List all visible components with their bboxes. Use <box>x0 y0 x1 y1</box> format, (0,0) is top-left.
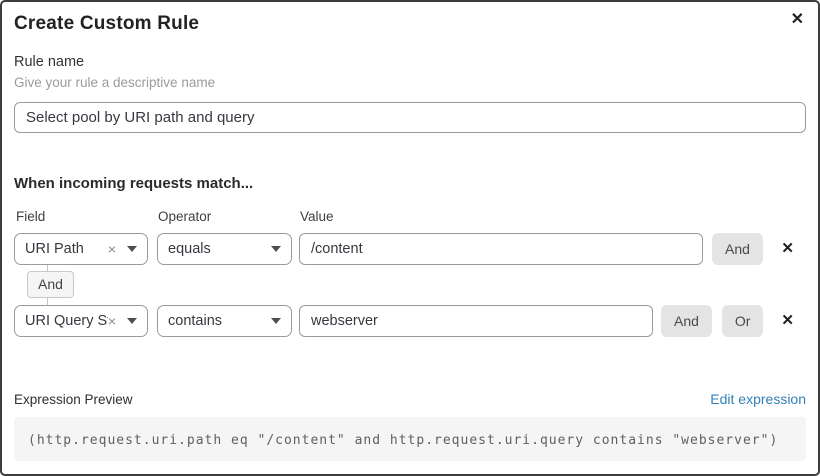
add-or-condition-button[interactable]: Or <box>721 305 764 337</box>
close-icon[interactable]: ✕ <box>789 9 806 31</box>
remove-condition-icon[interactable]: ✕ <box>781 312 794 329</box>
condition-column-labels: Field Operator Value <box>14 209 806 225</box>
field-select-value: URI Path <box>25 241 84 257</box>
expression-code-block: (http.request.uri.path eq "/content" and… <box>14 417 806 461</box>
value-column-label: Value <box>300 209 334 224</box>
edit-expression-link[interactable]: Edit expression <box>710 391 806 407</box>
condition-connector: And <box>14 265 806 305</box>
chevron-down-icon <box>271 318 281 324</box>
chevron-down-icon <box>271 246 281 252</box>
condition-row: URI Query St... × contains And Or ✕ <box>14 305 806 337</box>
rule-name-helper-text: Give your rule a descriptive name <box>14 75 216 90</box>
connector-line <box>47 298 48 305</box>
operator-select[interactable]: contains <box>157 305 292 337</box>
remove-condition-icon[interactable]: ✕ <box>781 240 794 257</box>
condition-row: URI Path × equals And ✕ <box>14 233 806 265</box>
operator-select-value: contains <box>168 313 223 329</box>
operator-column-label: Operator <box>158 209 212 224</box>
operator-select[interactable]: equals <box>157 233 292 265</box>
field-select-value: URI Query St... <box>25 313 108 329</box>
chevron-down-icon <box>127 246 137 252</box>
clear-selection-icon[interactable]: × <box>107 313 116 329</box>
expression-code: (http.request.uri.path eq "/content" and… <box>28 433 779 448</box>
field-column-label: Field <box>16 209 46 224</box>
field-select[interactable]: URI Query St... × <box>14 305 148 337</box>
clear-selection-icon[interactable]: × <box>107 241 116 257</box>
condition-value-input[interactable] <box>299 233 703 265</box>
rule-name-input[interactable] <box>14 102 806 133</box>
expression-preview-header: Expression Preview Edit expression <box>14 391 806 408</box>
connector-line <box>47 265 48 271</box>
chevron-down-icon <box>127 318 137 324</box>
dialog-title: Create Custom Rule <box>14 13 200 34</box>
and-connector-badge: And <box>27 271 74 298</box>
add-and-condition-button[interactable]: And <box>661 305 712 337</box>
add-and-condition-button[interactable]: And <box>712 233 763 265</box>
expression-preview-label: Expression Preview <box>14 392 133 407</box>
rule-name-label: Rule name <box>14 54 85 70</box>
operator-select-value: equals <box>168 241 211 257</box>
field-select[interactable]: URI Path × <box>14 233 148 265</box>
condition-value-input[interactable] <box>299 305 653 337</box>
match-section-heading: When incoming requests match... <box>14 175 254 192</box>
